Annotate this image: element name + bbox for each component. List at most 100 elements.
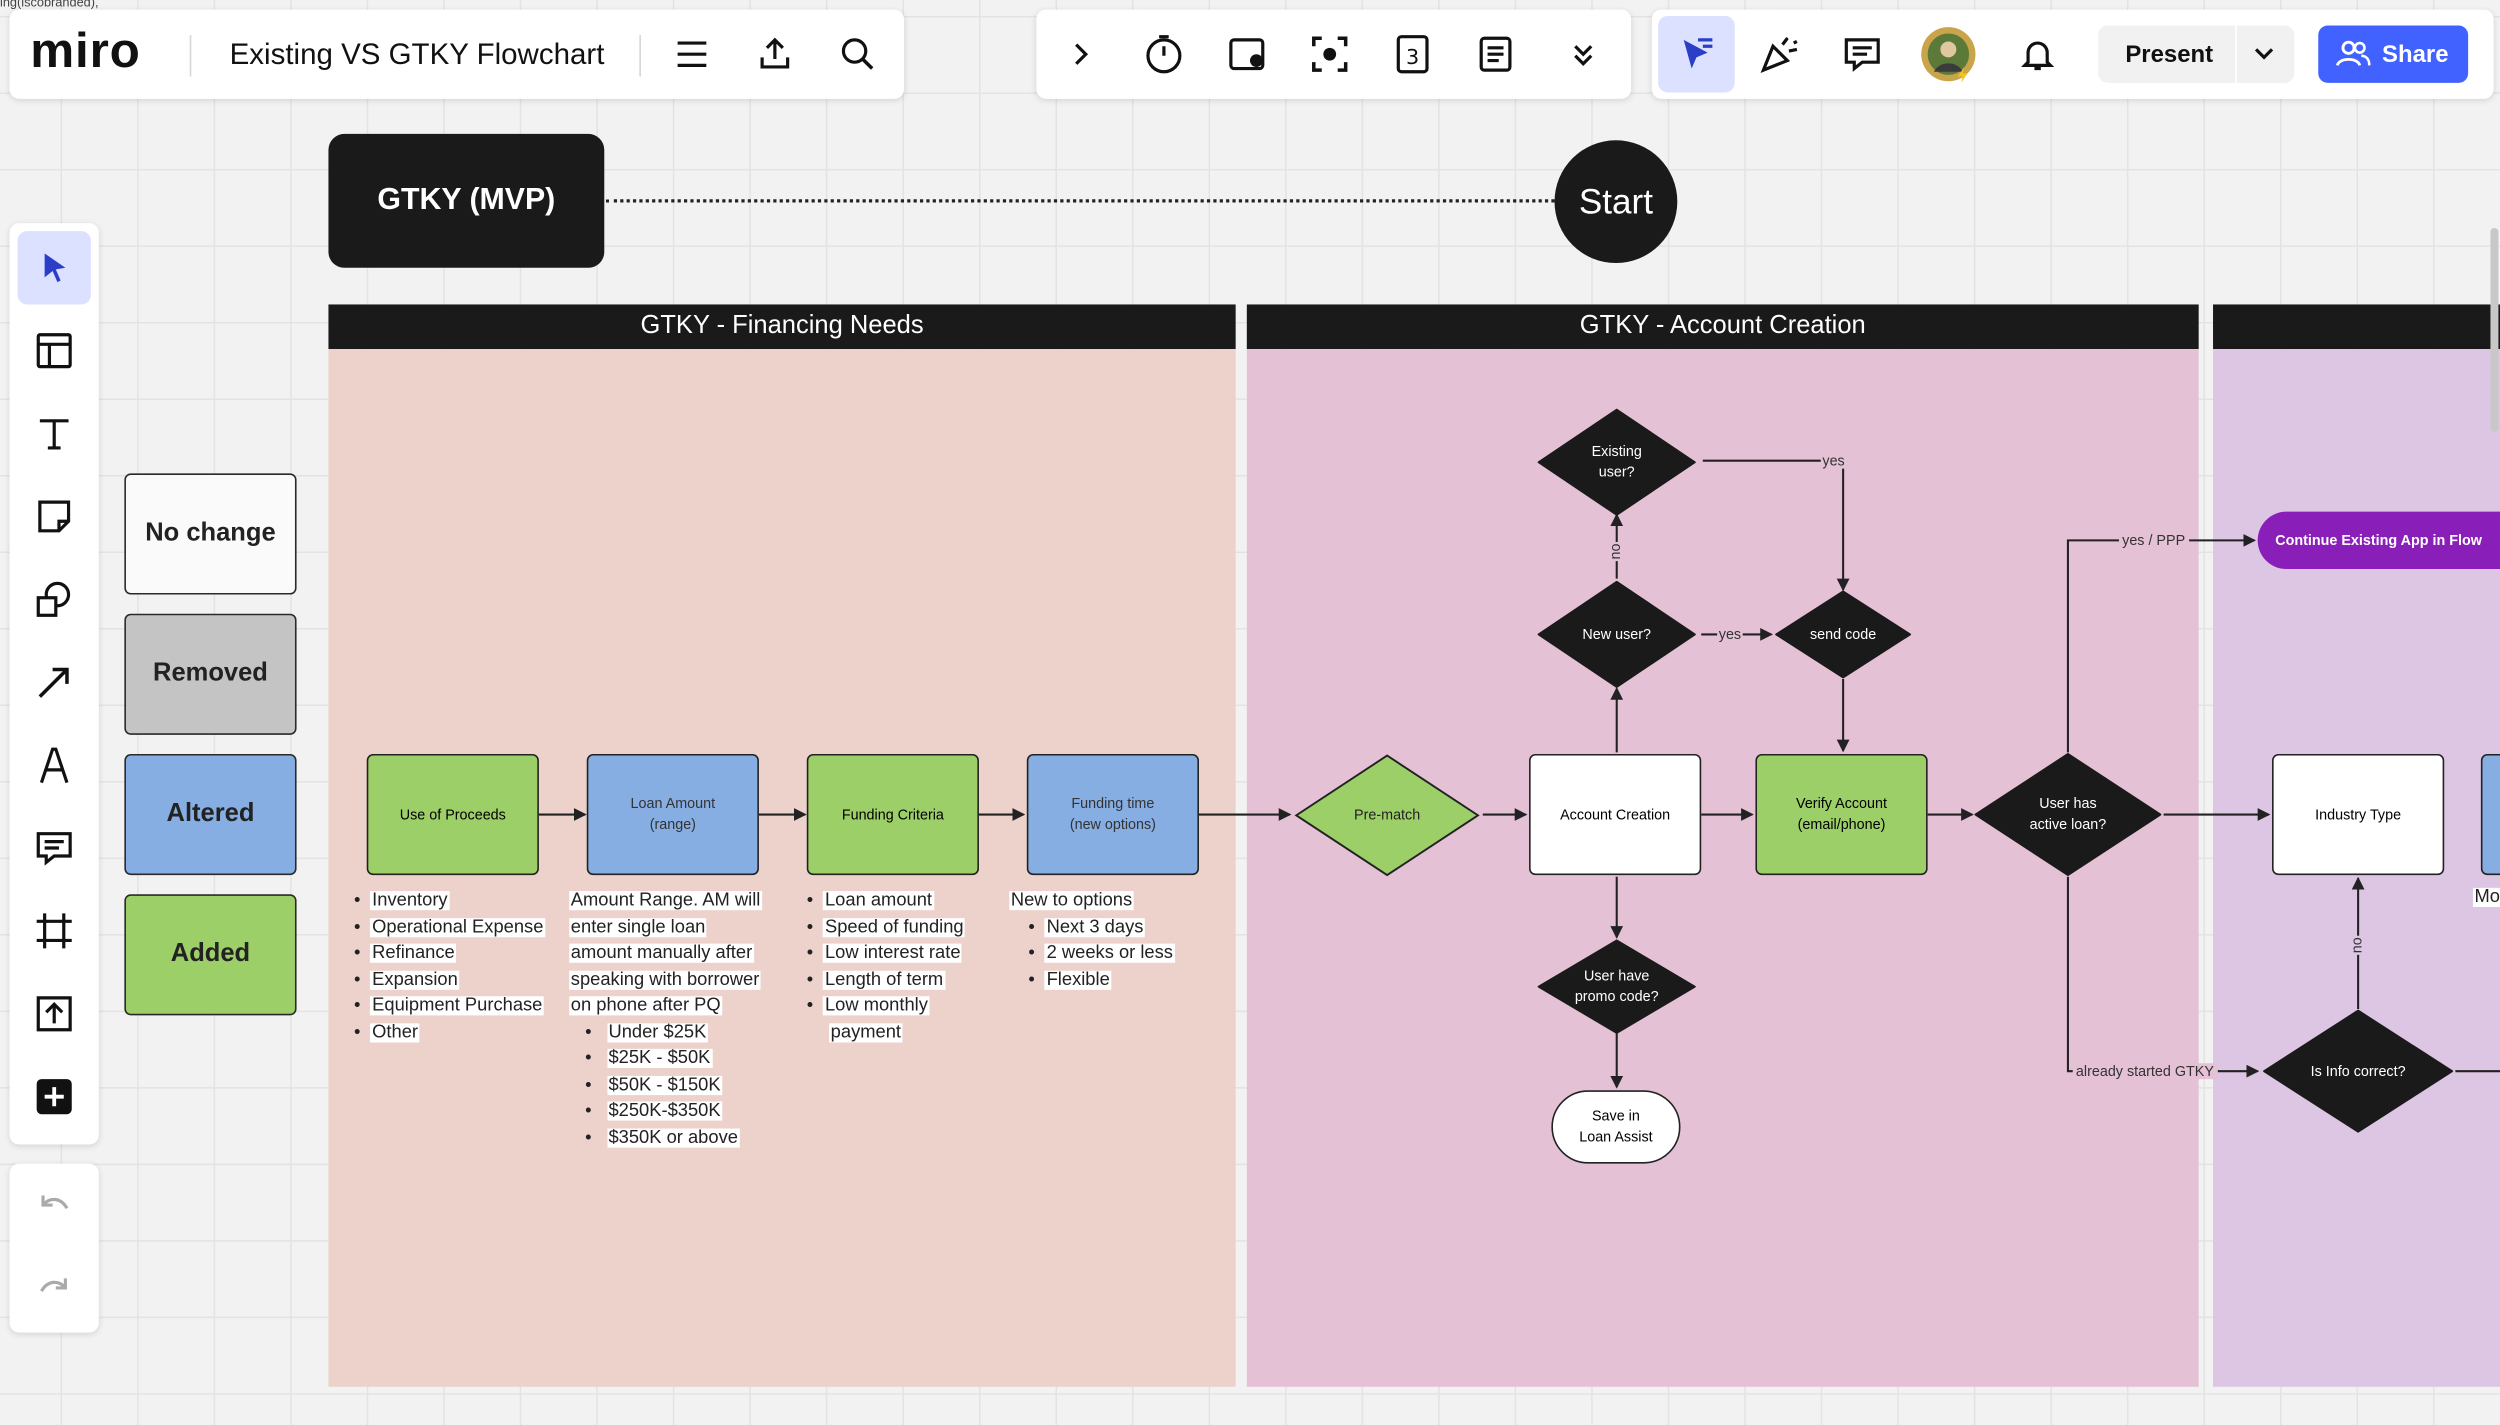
chevron-down-icon[interactable] <box>2250 40 2279 69</box>
focus-icon[interactable] <box>1301 26 1358 83</box>
share-button[interactable]: Share <box>2318 25 2469 83</box>
active-loan-diamond[interactable] <box>1974 752 2162 877</box>
node-loan-amount[interactable]: Loan Amount (range) <box>586 753 759 876</box>
edge-label-yes: yes <box>1820 452 1847 469</box>
note-line: Amount Range. AM will <box>569 891 762 911</box>
shapes-icon[interactable] <box>26 571 83 628</box>
note-item: Under $25K <box>606 1022 708 1042</box>
node-funding-criteria[interactable]: Funding Criteria <box>806 753 979 876</box>
note-line: speaking with borrower <box>569 969 761 990</box>
menu-icon[interactable] <box>663 26 720 83</box>
legend-altered[interactable]: Altered <box>124 753 297 876</box>
node-industry-type[interactable]: Industry Type <box>2272 753 2445 876</box>
board-tools-panel: 3 <box>1036 9 1632 99</box>
bell-icon[interactable] <box>2009 26 2066 83</box>
note-item: $250K-$350K <box>606 1101 723 1121</box>
divider <box>189 35 192 77</box>
present-button[interactable]: Present <box>2098 25 2295 83</box>
continue-existing-app-node[interactable]: Continue Existing App in Flow <box>2257 511 2500 570</box>
lane-header-next[interactable] <box>2213 304 2500 350</box>
svg-text:3: 3 <box>1406 45 1419 69</box>
start-node[interactable]: Start <box>1554 140 1678 264</box>
more-tools-icon[interactable] <box>26 1068 83 1125</box>
note-item: Equipment Purchase <box>370 996 544 1016</box>
note-item: $50K - $150K <box>606 1075 723 1095</box>
info-correct-diamond[interactable] <box>2262 1009 2454 1133</box>
note-item: Operational Expense <box>370 917 546 937</box>
chevron-right-icon[interactable] <box>1052 26 1109 83</box>
node-save-loan-assist[interactable]: Save in Loan Assist <box>1551 1090 1681 1164</box>
node-account-creation[interactable]: Account Creation <box>1529 753 1702 876</box>
continue-existing-app-label: Continue Existing App in Flow <box>2275 532 2482 549</box>
board-menu-panel: miro Existing VS GTKY Flowchart <box>9 9 905 99</box>
send-code-diamond[interactable] <box>1775 590 1912 679</box>
edge-label-yes: yes <box>1717 626 1743 643</box>
existing-user-diamond[interactable] <box>1537 408 1696 516</box>
note-item: Length of term <box>823 969 945 990</box>
note-use-of-proceeds: • Inventory • Operational Expense • Refi… <box>353 891 546 1042</box>
promo-code-label: User have promo code? <box>1574 967 1659 1005</box>
node-verify-account[interactable]: Verify Account (email/phone) <box>1755 753 1928 876</box>
note-item: Flexible <box>1045 969 1112 990</box>
history-toolbar <box>9 1163 99 1333</box>
note-item: 2 weeks or less <box>1045 943 1175 963</box>
select-tool-icon[interactable] <box>17 231 91 305</box>
lane-header-financing[interactable]: GTKY - Financing Needs <box>328 304 1236 350</box>
comment-tool-icon[interactable] <box>26 819 83 876</box>
send-code-label: send code <box>1809 625 1877 642</box>
cursor-icon[interactable] <box>1658 15 1735 93</box>
countdown-icon[interactable]: 3 <box>1384 26 1441 83</box>
flowchart-title-block[interactable]: GTKY (MVP) <box>328 133 605 268</box>
search-icon[interactable] <box>829 26 886 83</box>
redo-icon[interactable] <box>26 1262 83 1319</box>
legend-removed[interactable]: Removed <box>124 613 297 735</box>
chevrons-down-icon[interactable] <box>1555 26 1612 83</box>
node-next-cutoff[interactable] <box>2480 753 2500 876</box>
new-user-diamond[interactable] <box>1537 580 1696 688</box>
creation-toolbar <box>9 223 99 1145</box>
users-icon <box>2335 40 2371 69</box>
info-correct-label: Is Info correct? <box>2310 1062 2406 1079</box>
note-item: payment <box>829 1022 903 1042</box>
lane-header-account[interactable]: GTKY - Account Creation <box>1246 304 2199 350</box>
card-icon[interactable] <box>1218 26 1275 83</box>
export-icon[interactable] <box>746 26 803 83</box>
undo-icon[interactable] <box>26 1180 83 1237</box>
flowchart-title: GTKY (MVP) <box>377 183 556 217</box>
note-item: Expansion <box>370 969 460 990</box>
node-use-of-proceeds[interactable]: Use of Proceeds <box>366 753 539 876</box>
templates-icon[interactable] <box>26 322 83 379</box>
note-item: Inventory <box>370 891 450 911</box>
active-loan-label: User has active loan? <box>2029 795 2107 833</box>
connector-icon[interactable] <box>26 654 83 711</box>
edge-label-no: no <box>2348 935 2365 955</box>
edge-label-no: no <box>1607 541 1624 562</box>
node-funding-time[interactable]: Funding time (new options) <box>1026 753 1199 876</box>
avatar[interactable] <box>1920 26 1977 83</box>
note-item: $25K - $50K <box>606 1048 712 1068</box>
note-item: Loan amount <box>823 891 934 911</box>
pre-match-diamond[interactable] <box>1294 754 1480 877</box>
promo-code-diamond[interactable] <box>1537 939 1696 1035</box>
existing-user-label: Existing user? <box>1591 443 1642 480</box>
frame-icon[interactable] <box>26 902 83 959</box>
note-item: Refinance <box>370 943 457 963</box>
comments-icon[interactable] <box>1834 26 1891 83</box>
text-tool-icon[interactable] <box>26 405 83 462</box>
legend-added[interactable]: Added <box>124 894 297 1016</box>
reactions-icon[interactable] <box>1751 26 1808 83</box>
upload-icon[interactable] <box>26 985 83 1042</box>
board-title[interactable]: Existing VS GTKY Flowchart <box>229 36 605 71</box>
dotted-connector <box>605 199 1555 203</box>
pen-icon[interactable] <box>26 736 83 793</box>
new-user-label: New user? <box>1582 625 1652 642</box>
legend-no-change[interactable]: No change <box>124 473 297 595</box>
edge-label-already-started: already started GTKY <box>2072 1063 2218 1080</box>
sticky-note-icon[interactable] <box>26 488 83 545</box>
miro-logo[interactable]: miro <box>30 22 141 79</box>
notes-icon[interactable] <box>1467 26 1524 83</box>
vertical-scrollbar[interactable] <box>2490 227 2499 432</box>
timer-icon[interactable] <box>1135 26 1192 83</box>
